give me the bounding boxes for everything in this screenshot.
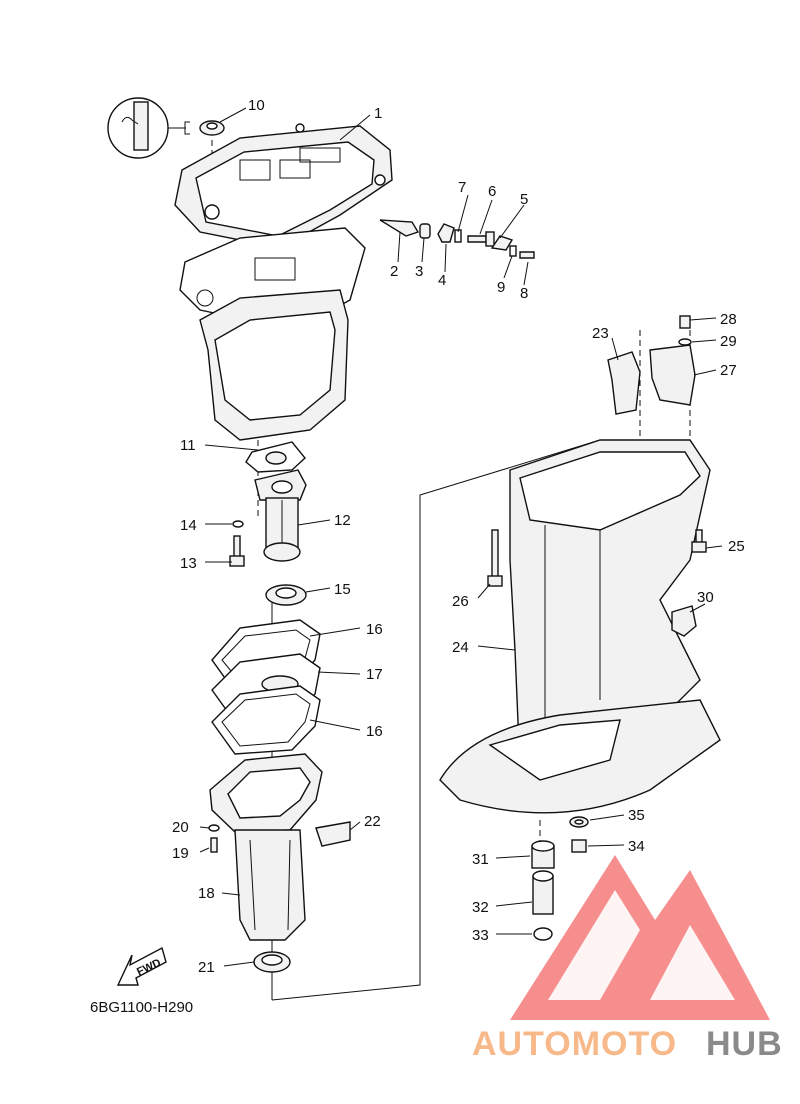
callout-18: 18 <box>198 885 215 902</box>
callout-4: 4 <box>438 272 446 289</box>
watermark-logo-cutout <box>548 890 640 1000</box>
callout-16-lower: 16 <box>366 723 383 740</box>
callout-21: 21 <box>198 959 215 976</box>
exhaust-parts-11-15 <box>229 441 307 606</box>
callout-20: 20 <box>172 819 189 836</box>
callout-33: 33 <box>472 927 489 944</box>
watermark-logo-cutout-2 <box>650 925 735 1000</box>
callout-14: 14 <box>180 517 197 534</box>
callout-23: 23 <box>592 325 609 342</box>
watermark-text-part2: HUB <box>706 1025 783 1063</box>
callout-9: 9 <box>497 279 505 296</box>
upper-case-assembly <box>174 120 393 441</box>
callout-30: 30 <box>697 589 714 606</box>
callout-11: 11 <box>180 437 196 454</box>
callout-labels: 1 2 3 4 5 6 7 8 9 10 11 12 13 14 15 16 1… <box>172 97 745 976</box>
callout-8: 8 <box>520 285 528 302</box>
callout-1: 1 <box>374 105 382 122</box>
leader-lines <box>199 107 723 967</box>
callout-27: 27 <box>720 362 737 379</box>
watermark-logo <box>510 855 770 1020</box>
callout-16-upper: 16 <box>366 621 383 638</box>
detail-inset <box>107 97 190 159</box>
callout-29: 29 <box>720 333 737 350</box>
callout-12: 12 <box>334 512 351 529</box>
callout-26: 26 <box>452 593 469 610</box>
callout-34: 34 <box>628 838 645 855</box>
callout-5: 5 <box>520 191 528 208</box>
fwd-arrow: FWD <box>116 946 167 986</box>
callout-35: 35 <box>628 807 645 824</box>
callout-3: 3 <box>415 263 423 280</box>
gaskets-16-17 <box>211 619 321 755</box>
diagram-code: 6BG1100-H290 <box>90 999 193 1016</box>
callout-6: 6 <box>488 183 496 200</box>
callout-28: 28 <box>720 311 737 328</box>
callout-7: 7 <box>458 179 466 196</box>
callout-2: 2 <box>390 263 398 280</box>
callout-17: 17 <box>366 666 383 683</box>
hardware-2-9 <box>379 219 535 259</box>
callout-19: 19 <box>172 845 189 862</box>
callout-15: 15 <box>334 581 351 598</box>
callout-32: 32 <box>472 899 489 916</box>
callout-22: 22 <box>364 813 381 830</box>
callout-31: 31 <box>472 851 489 868</box>
callout-10: 10 <box>248 97 265 114</box>
callout-13: 13 <box>180 555 197 572</box>
callout-25: 25 <box>728 538 745 555</box>
exhaust-guide-18 <box>208 753 351 973</box>
callout-24: 24 <box>452 639 469 656</box>
watermark-text-part1: AUTOMOTO <box>472 1025 677 1063</box>
lower-case-assembly <box>439 315 721 941</box>
